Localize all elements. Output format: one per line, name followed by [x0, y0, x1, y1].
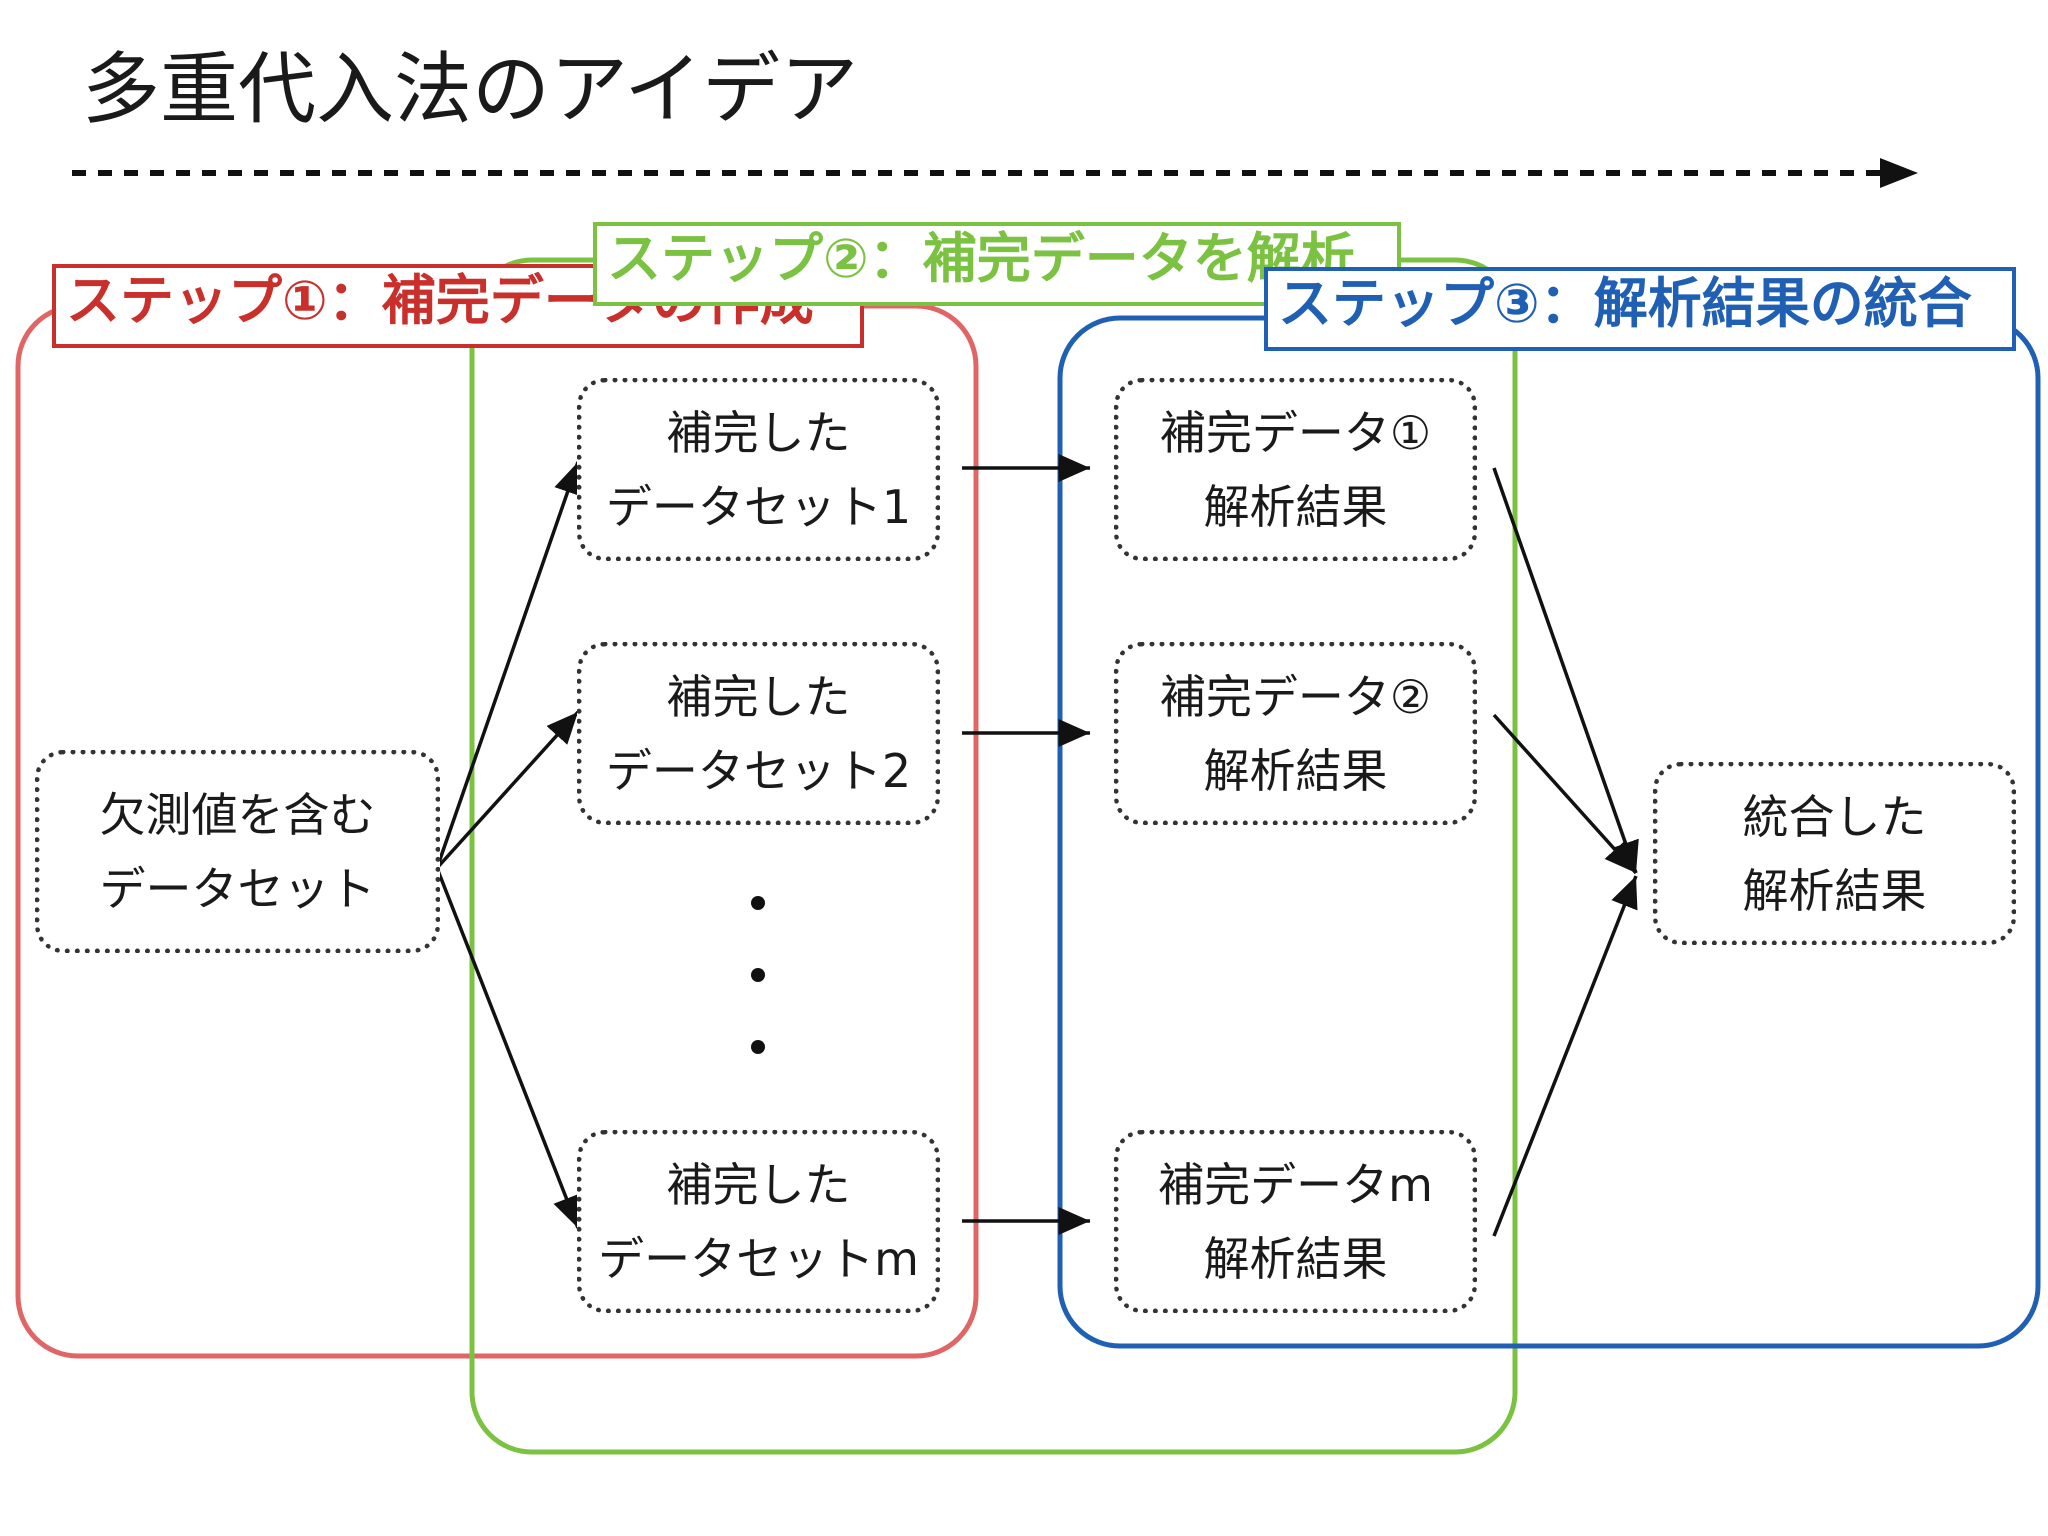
node-line: データセット: [99, 861, 376, 916]
node-line: 補完データ①: [1159, 405, 1432, 460]
analysis-result-1-node: 補完データ① 解析結果: [1114, 378, 1477, 561]
node-line: データセット1: [605, 479, 912, 534]
analysis-result-2-node: 補完データ② 解析結果: [1114, 642, 1477, 825]
timeline-arrowhead: [1880, 158, 1918, 188]
node-line: 補完した: [666, 1157, 851, 1212]
node-line: データセット2: [605, 743, 912, 798]
node-line: 補完データm: [1158, 1157, 1433, 1212]
node-line: 統合した: [1742, 789, 1927, 844]
arrow-missing-to-imputed2: [435, 710, 580, 870]
ellipsis-dot: [751, 968, 765, 982]
imputed-dataset-1-node: 補完した データセット1: [577, 378, 940, 561]
imputed-dataset-m-node: 補完した データセットm: [577, 1130, 940, 1313]
arrow-missing-to-imputed1: [435, 461, 581, 869]
node-line: 解析結果: [1742, 863, 1927, 918]
node-line: 解析結果: [1203, 743, 1388, 798]
analysis-result-m-node: 補完データm 解析結果: [1114, 1130, 1477, 1313]
node-line: データセットm: [598, 1231, 919, 1286]
ellipsis-dot: [751, 896, 765, 910]
missing-dataset-node: 欠測値を含む データセット: [35, 750, 440, 953]
ellipsis-dot: [751, 1040, 765, 1054]
arrow-analysis2-to-combined: [1492, 713, 1638, 875]
node-line: 補完した: [666, 669, 851, 724]
step3-label: ステップ③：解析結果の統合: [1264, 267, 2016, 351]
node-line: 補完した: [666, 405, 851, 460]
arrow-analysis1-to-combined: [1492, 467, 1639, 874]
node-line: 補完データ②: [1159, 669, 1432, 724]
arrow-analysism-to-combined: [1492, 875, 1638, 1237]
arrow-missing-to-imputedm: [435, 867, 580, 1229]
node-line: 解析結果: [1203, 479, 1388, 534]
node-line: 欠測値を含む: [99, 787, 376, 842]
combined-result-node: 統合した 解析結果: [1653, 762, 2016, 945]
imputed-dataset-2-node: 補完した データセット2: [577, 642, 940, 825]
page-title: 多重代入法のアイデア: [82, 45, 859, 135]
node-line: 解析結果: [1203, 1231, 1388, 1286]
